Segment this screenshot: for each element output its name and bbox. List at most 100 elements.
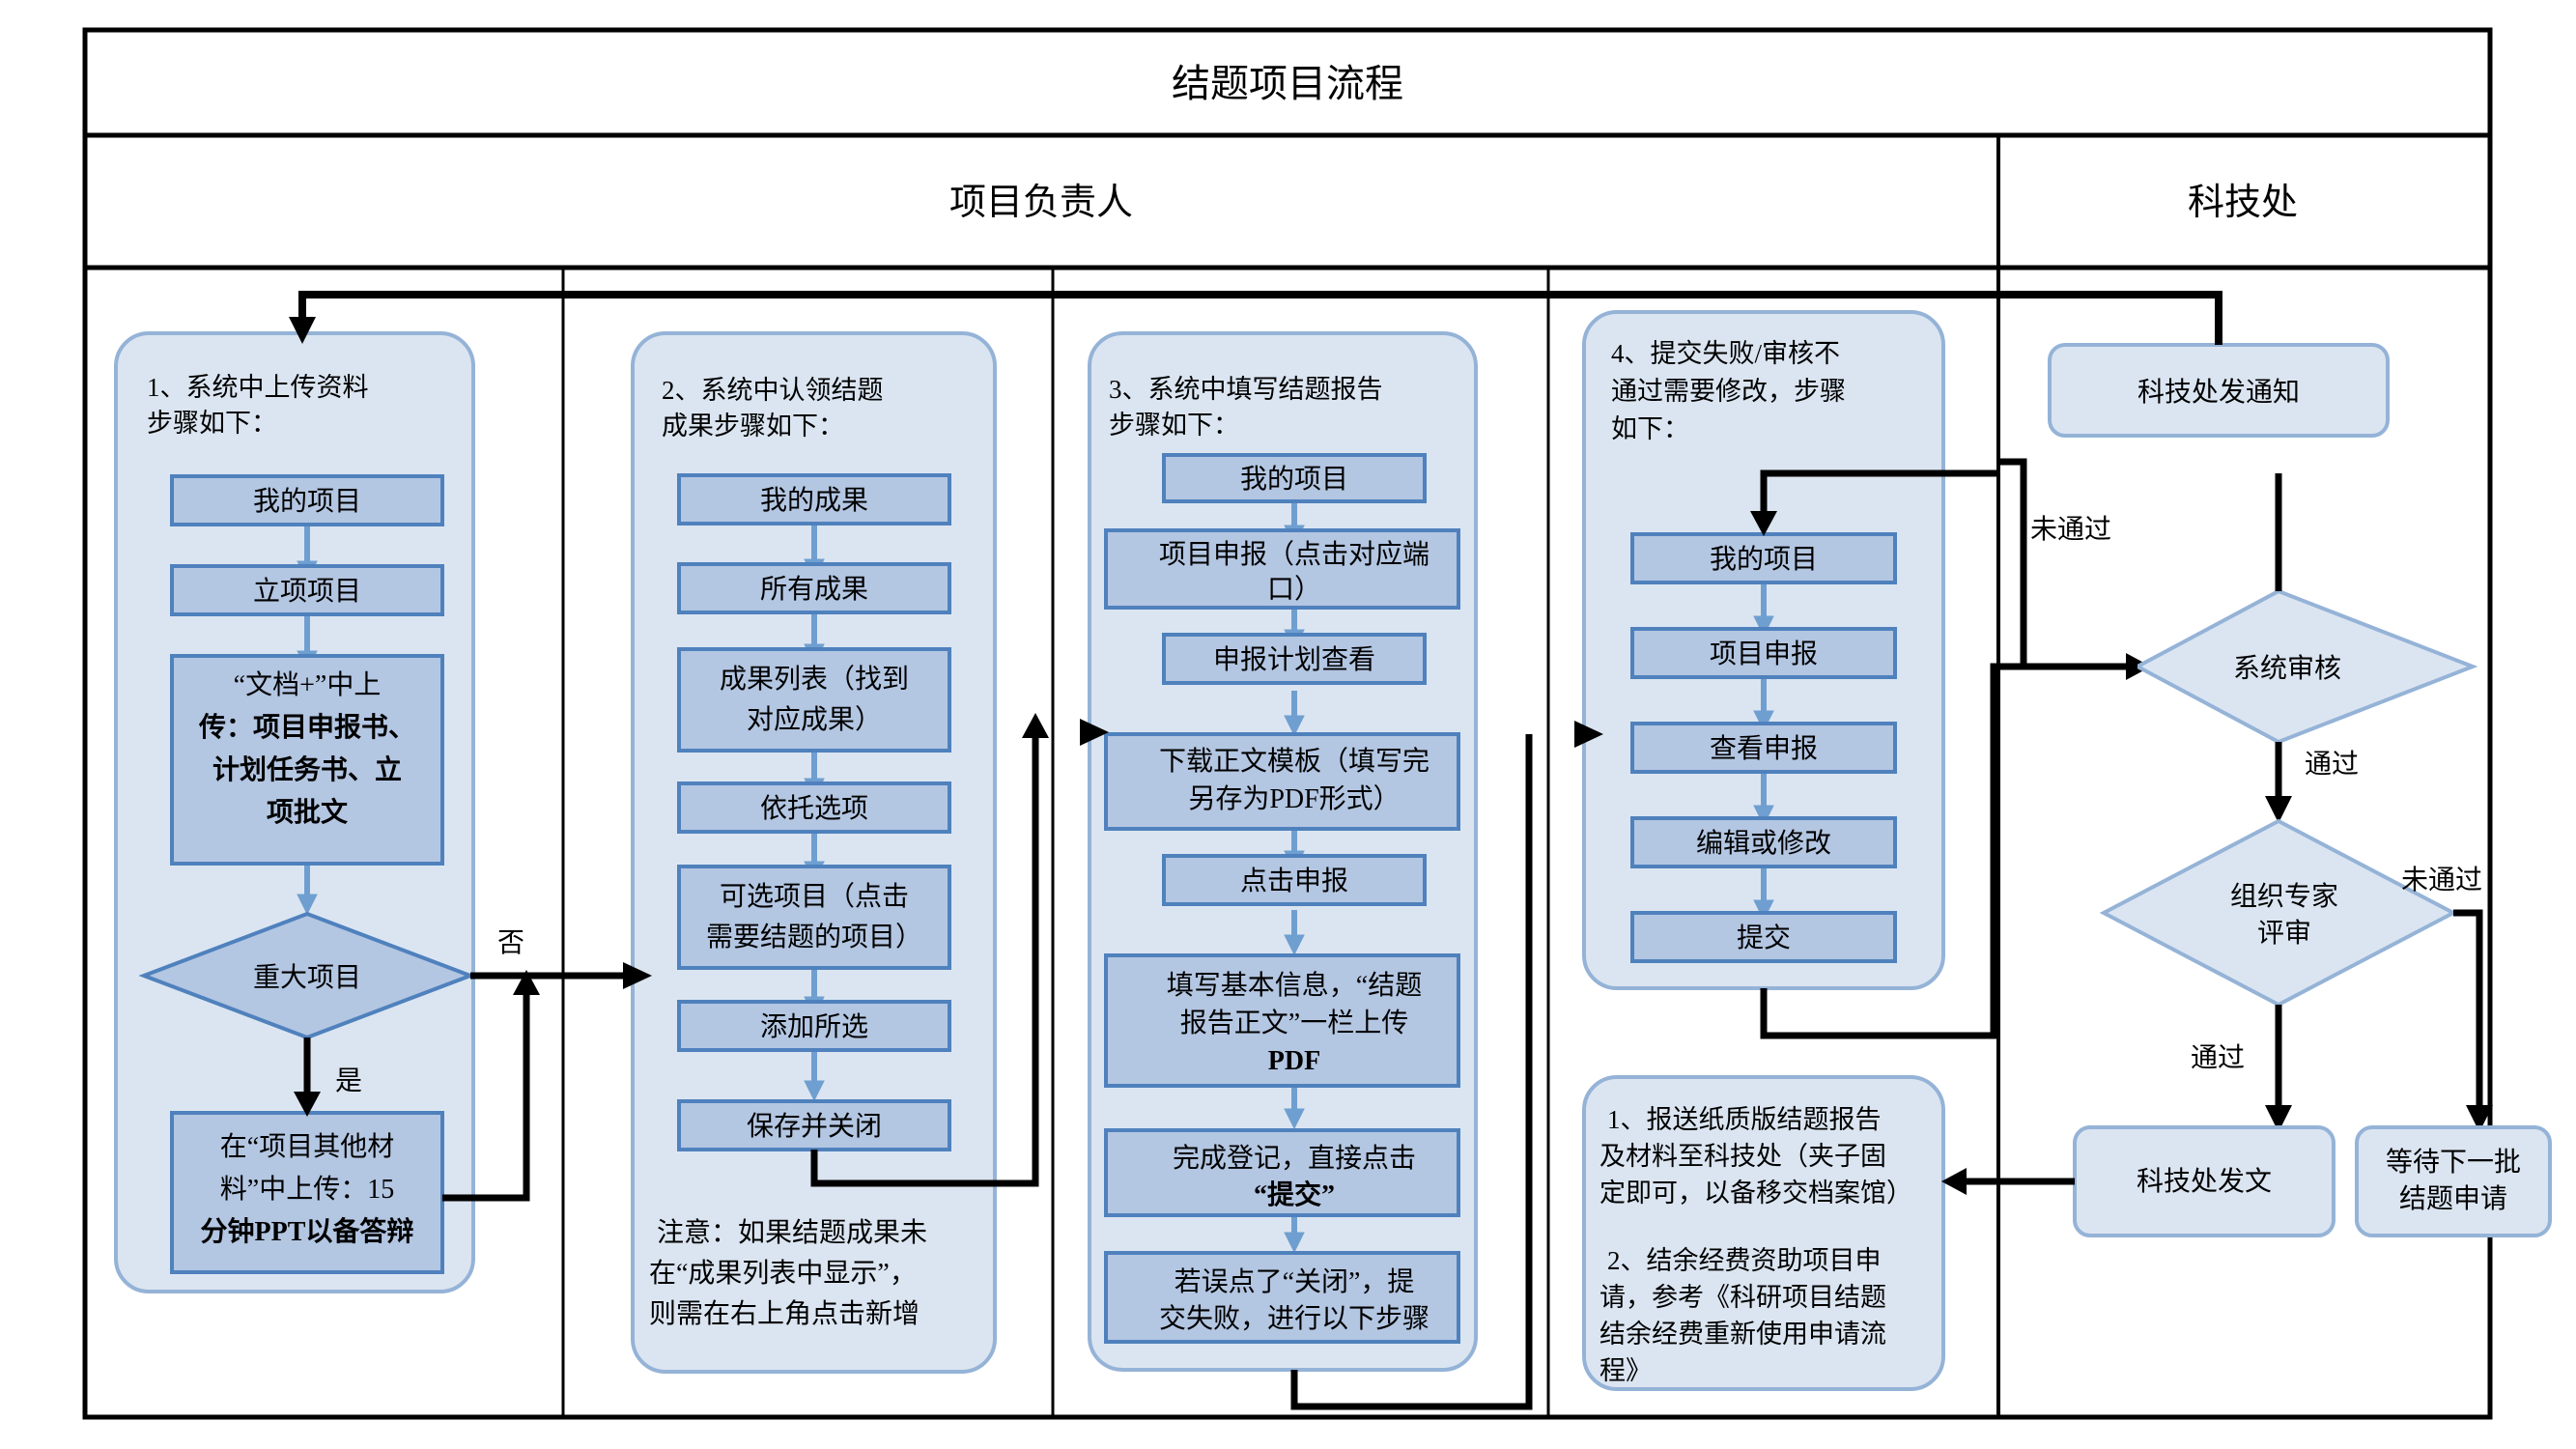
group-2-heading: 2、系统中认领结题 成果步骤如下： xyxy=(662,376,884,440)
svg-text:成果步骤如下：: 成果步骤如下： xyxy=(662,412,844,440)
svg-text:定即可，以备移交档案馆）: 定即可，以备移交档案馆） xyxy=(1599,1179,1912,1208)
step-label: 点击申报 xyxy=(1240,866,1348,896)
step-label-line1: “文档+”中上 xyxy=(234,669,382,700)
notice-box[interactable]: 科技处发通知 xyxy=(2048,343,2390,438)
step-label-line1: 可选项目（点击 xyxy=(720,881,909,912)
group-3-step-8[interactable]: 若误点了“关闭”，提 交失败，进行以下步骤 xyxy=(1104,1251,1460,1344)
svg-text:未通过: 未通过 xyxy=(2401,865,2482,895)
step-label-line2: 传：项目申报书、 xyxy=(198,712,415,743)
group-1-yes-step[interactable]: 在“项目其他材 料”中上传：15 分钟PPT以备答辩 xyxy=(170,1111,444,1274)
group-1-yes-arrow: 是 xyxy=(294,1037,362,1117)
group-3-step-7[interactable]: 完成登记，直接点击 “提交” xyxy=(1104,1128,1460,1217)
svg-text:未通过: 未通过 xyxy=(2030,514,2111,545)
svg-text:则需在右上角点击新增: 则需在右上角点击新增 xyxy=(649,1298,920,1329)
group-1-decision-major-project[interactable]: 重大项目 xyxy=(138,911,476,1040)
step-label: 申报计划查看 xyxy=(1213,644,1375,675)
group-4-step-3[interactable]: 查看申报 xyxy=(1630,722,1897,774)
group-3-step-5[interactable]: 点击申报 xyxy=(1162,854,1427,906)
svg-text:请，参考《科研项目结题: 请，参考《科研项目结题 xyxy=(1599,1283,1886,1312)
group-4-step-5[interactable]: 提交 xyxy=(1630,911,1897,963)
arrow-into-group-2 xyxy=(623,962,652,989)
step-label-line2: “提交” xyxy=(1254,1179,1335,1210)
svg-text:在“成果列表中显示”，: 在“成果列表中显示”， xyxy=(649,1258,917,1289)
svg-text:如下：: 如下： xyxy=(1611,414,1689,443)
notice-to-review xyxy=(2275,473,2282,591)
label-yes: 是 xyxy=(335,1066,362,1096)
system-fail-routing xyxy=(1999,458,2137,670)
group-2-to-group-3 xyxy=(810,713,1049,1187)
yes-step-line2: 料”中上传：15 xyxy=(220,1174,394,1205)
lane-label-department: 科技处 xyxy=(2188,183,2298,223)
group-3-to-group-4 xyxy=(1290,734,1533,1410)
yes-step-line1: 在“项目其他材 xyxy=(220,1131,394,1162)
svg-text:注意：如果结题成果未: 注意：如果结题成果未 xyxy=(657,1217,927,1248)
group-2-step-6[interactable]: 添加所选 xyxy=(677,1000,951,1052)
step-label: 保存并关闭 xyxy=(747,1111,882,1142)
group-1-step-2[interactable]: 立项项目 xyxy=(170,564,444,616)
label-expert-fail: 未通过 xyxy=(2401,865,2482,895)
group-2-step-2[interactable]: 所有成果 xyxy=(677,562,951,614)
label-expert-pass: 通过 xyxy=(2191,1042,2245,1073)
step-label-line2: 交失败，进行以下步骤 xyxy=(1159,1303,1430,1334)
group-1-step-1[interactable]: 我的项目 xyxy=(170,474,444,526)
group-1-heading: 1、系统中上传资料 步骤如下： xyxy=(147,373,369,438)
svg-text:步骤如下：: 步骤如下： xyxy=(147,409,277,438)
outcome-wait-box[interactable]: 等待下一批 结题申请 xyxy=(2355,1125,2552,1237)
group-3-step-1[interactable]: 我的项目 xyxy=(1162,453,1427,503)
lane-header-left: 项目负责人 xyxy=(949,183,1133,223)
outcome-pass-box[interactable]: 科技处发文 xyxy=(2073,1125,2335,1237)
step-label-line2: 对应成果） xyxy=(747,704,882,735)
step-label-line4: 项批文 xyxy=(267,796,348,828)
arrow-into-group-4 xyxy=(1574,721,1603,748)
step-label: 所有成果 xyxy=(760,574,868,605)
lane-label-project-leader: 项目负责人 xyxy=(949,183,1133,223)
group-1-step-3[interactable]: “文档+”中上 传：项目申报书、 计划任务书、立 项批文 xyxy=(170,654,444,866)
outcome-label: 科技处发文 xyxy=(2137,1166,2272,1197)
step-label-line1: 若误点了“关闭”，提 xyxy=(1175,1266,1415,1297)
label-system-fail: 未通过 xyxy=(2030,514,2111,545)
arrow-into-group-3 xyxy=(1080,719,1109,746)
notice-label: 科技处发通知 xyxy=(2137,377,2300,408)
group-3-step-6[interactable]: 填写基本信息，“结题 报告正文”一栏上传 PDF xyxy=(1104,953,1460,1088)
decision-system-review[interactable]: 系统审核 xyxy=(2133,588,2478,745)
group-2-step-3[interactable]: 成果列表（找到 对应成果） xyxy=(677,647,951,753)
step-label-line2: 需要结题的项目） xyxy=(706,922,922,952)
step-label: 依托选项 xyxy=(760,793,868,824)
yes-step-line3: 分钟PPT以备答辩 xyxy=(201,1215,414,1247)
group-4-step-1[interactable]: 我的项目 xyxy=(1630,532,1897,584)
group-3-heading: 3、系统中填写结题报告 步骤如下： xyxy=(1109,375,1383,440)
group-2-step-4[interactable]: 依托选项 xyxy=(677,781,951,834)
group-2-step-7[interactable]: 保存并关闭 xyxy=(677,1099,951,1151)
step-label-line2: 口） xyxy=(1267,574,1321,605)
group-4-step-2[interactable]: 项目申报 xyxy=(1630,627,1897,679)
step-label-line1: 完成登记，直接点击 xyxy=(1173,1143,1416,1174)
label-system-pass: 通过 xyxy=(2305,749,2359,780)
outcome-label-line2: 结题申请 xyxy=(2399,1183,2507,1214)
lane-header-right: 科技处 xyxy=(2188,183,2298,223)
decision-label: 系统审核 xyxy=(2233,653,2341,684)
group-2-step-5[interactable]: 可选项目（点击 需要结题的项目） xyxy=(677,865,951,970)
step-label: 项目申报 xyxy=(1710,639,1818,669)
group-3-step-3[interactable]: 申报计划查看 xyxy=(1162,633,1427,685)
step-label-line1: 填写基本信息，“结题 xyxy=(1167,970,1422,1001)
group-3-step-4[interactable]: 下载正文模板（填写完 另存为PDF形式） xyxy=(1104,732,1460,831)
final-notes-box: 1、报送纸质版结题报告 及材料至科技处（夹子固 定即可，以备移交档案馆） 2、结… xyxy=(1582,1075,1945,1391)
svg-text:通过需要修改，步骤: 通过需要修改，步骤 xyxy=(1611,377,1846,406)
svg-text:及材料至科技处（夹子固: 及材料至科技处（夹子固 xyxy=(1599,1142,1886,1171)
svg-text:4、提交失败/审核不: 4、提交失败/审核不 xyxy=(1611,339,1840,368)
svg-text:1、报送纸质版结题报告: 1、报送纸质版结题报告 xyxy=(1607,1105,1882,1134)
group-4-step-4[interactable]: 编辑或修改 xyxy=(1630,816,1897,868)
decision-label-line1: 组织专家 xyxy=(2230,881,2338,912)
decision-label: 重大项目 xyxy=(253,962,361,993)
title-bar: 结题项目流程 xyxy=(1172,62,1403,105)
svg-text:步骤如下：: 步骤如下： xyxy=(1109,411,1239,440)
notice-distribution-line xyxy=(289,291,2222,345)
group-3-step-2[interactable]: 项目申报（点击对应端 口） xyxy=(1104,528,1460,610)
group-2-step-1[interactable]: 我的成果 xyxy=(677,473,951,526)
step-label: 我的项目 xyxy=(1240,464,1348,495)
step-label: 我的成果 xyxy=(760,485,868,516)
group-1-no-branch: 否 xyxy=(470,928,637,980)
group-1-return-loop xyxy=(442,970,540,1202)
